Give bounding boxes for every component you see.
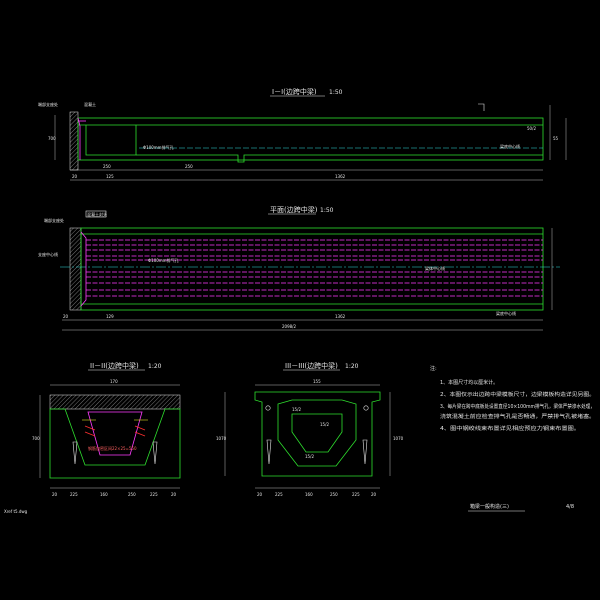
note-item-4: 4、图中钢绞线束布置详见相应预应力钢束布置图。 bbox=[440, 425, 580, 432]
plan-label-left2: 支座中心线 bbox=[38, 251, 58, 257]
plan-dim-129: 129 bbox=[106, 314, 114, 319]
section-ii-dim-160: 160 bbox=[100, 492, 108, 497]
section-ii-scale: 1:20 bbox=[148, 363, 162, 370]
plan-outline bbox=[80, 227, 544, 311]
notes-block: 注: 1、本图尺寸均以厘米计。 2、本图仅示出边跨中梁模板尺寸，边梁模板构造详见… bbox=[430, 365, 595, 432]
section-iii-cavity-outer bbox=[277, 399, 357, 467]
section-i-label-vent: Φ100mm排气孔 bbox=[143, 144, 174, 150]
plan-label-box-text: 混凝土封头 bbox=[87, 211, 107, 217]
note-item-2: 2、本图仅示出边跨中梁模板尺寸，边梁模板构造详见另图。 bbox=[440, 391, 595, 398]
section-i-dim-1362: 1362 bbox=[335, 174, 346, 179]
section-i-title: I－I(边跨中梁) bbox=[272, 87, 317, 96]
section-ii-title: II－II(边跨中梁) bbox=[90, 361, 139, 370]
title-block: 箱梁一般构造(三) 4/8 bbox=[468, 503, 574, 512]
section-iii-dim-160: 160 bbox=[305, 492, 313, 497]
section-ii-dim-700: 700 bbox=[32, 436, 40, 441]
section-iii-dim-155: 155 bbox=[313, 379, 321, 384]
plan-dim-total: 2098/2 bbox=[282, 324, 297, 329]
section-i-dim-20: 20 bbox=[72, 174, 78, 179]
section-iii-dim-20a: 20 bbox=[257, 492, 263, 497]
section-i-dim-55: 55 bbox=[553, 136, 559, 141]
section-ii-dim-170: 170 bbox=[110, 379, 118, 384]
plan-label-vent: Φ100mm排气孔 bbox=[148, 257, 179, 263]
plan-label-box bbox=[85, 210, 107, 218]
section-iii-dim-1070b: 1070 bbox=[393, 436, 404, 441]
note-item-1: 1、本图尺寸均以厘米计。 bbox=[440, 379, 498, 386]
section-iii-label-b: 15/2 bbox=[320, 422, 329, 427]
drawing-name: 箱梁一般构造(三) bbox=[470, 503, 509, 510]
section-i-dim-125: 125 bbox=[106, 174, 114, 179]
section-i-end-diaphragm bbox=[85, 125, 137, 156]
section-iii-outline bbox=[254, 391, 381, 477]
note-item-3b: 浇筑混凝土前应检查排气孔是否畅通，严禁排气孔被堵塞。 bbox=[440, 413, 595, 420]
section-ii-body bbox=[49, 408, 181, 479]
plan-label-left1: 端部支座处 bbox=[44, 217, 64, 223]
section-ii-view: II－II(边跨中梁) 1:20 170 700 20 225 160 250 … bbox=[32, 361, 181, 497]
section-iii-slope-mark-right bbox=[362, 439, 368, 465]
section-ii-rebar-marks bbox=[84, 425, 146, 437]
section-iii-label-a: 15/2 bbox=[292, 407, 301, 412]
xref-corner-text: Xref t5.dwg bbox=[4, 509, 28, 514]
section-ii-inner-cage bbox=[87, 411, 143, 456]
section-iii-slope-mark-left bbox=[266, 439, 272, 465]
section-i-label-left2: 混凝土 bbox=[84, 101, 96, 107]
section-ii-dim-20a: 20 bbox=[52, 492, 58, 497]
section-i-dim-700: 700 bbox=[48, 136, 56, 141]
notes-heading: 注: bbox=[430, 365, 437, 372]
section-iii-label-c: 15/2 bbox=[305, 454, 314, 459]
plan-end-block bbox=[69, 227, 82, 311]
section-i-view: I－I(边跨中梁) 1:50 700 55 20 250 125 250 136… bbox=[38, 87, 567, 181]
section-ii-dim-20b: 20 bbox=[171, 492, 177, 497]
plan-dim-20: 20 bbox=[63, 314, 69, 319]
section-i-tendon-b bbox=[77, 117, 81, 160]
section-iii-duct-2 bbox=[363, 405, 369, 411]
section-ii-dim-250: 250 bbox=[128, 492, 136, 497]
section-iii-scale: 1:20 bbox=[345, 363, 359, 370]
section-i-scale: 1:50 bbox=[329, 89, 343, 96]
section-ii-dim-225a: 225 bbox=[70, 492, 78, 497]
section-iii-dim-1070a: 1070 bbox=[216, 436, 227, 441]
section-iii-view: III－III(边跨中梁) 1:20 155 1070 1070 20 225 … bbox=[216, 361, 404, 497]
note-item-3: 3、每片梁在跨中底板处设置直径10×100mm排气孔，梁体严禁渗水处理， bbox=[440, 403, 595, 410]
section-ii-slope-mark-left bbox=[72, 441, 78, 465]
section-iii-duct-1 bbox=[265, 405, 271, 411]
section-iii-cavity-inner bbox=[291, 413, 343, 453]
section-ii-label-inner: 钢筋加密区间22×25=550 bbox=[88, 445, 137, 451]
section-i-label-right2: 50/2 bbox=[527, 126, 536, 131]
section-iii-dim-20b: 20 bbox=[371, 492, 377, 497]
section-iii-dim-225b: 225 bbox=[352, 492, 360, 497]
section-i-end-block bbox=[69, 111, 79, 171]
plan-view: 平面(边跨中梁) 1:50 20 129 1362 2098 bbox=[38, 205, 560, 331]
section-i-cut-mark bbox=[478, 103, 485, 111]
section-ii-top-slab bbox=[49, 394, 181, 410]
section-iii-dim-250: 250 bbox=[330, 492, 338, 497]
plan-label-center: 梁体中心线 bbox=[425, 265, 445, 271]
plan-label-right: 梁底中心线 bbox=[496, 310, 516, 316]
section-iii-title: III－III(边跨中梁) bbox=[285, 361, 338, 370]
sheet-number: 4/8 bbox=[566, 504, 574, 510]
section-iii-dim-225a: 225 bbox=[275, 492, 283, 497]
section-ii-slope-mark-right bbox=[152, 441, 158, 465]
section-i-dim-250b: 250 bbox=[185, 164, 193, 169]
section-i-bottom-line bbox=[136, 154, 543, 163]
plan-tendon-lines bbox=[80, 231, 543, 307]
plan-title: 平面(边跨中梁) bbox=[270, 205, 318, 214]
plan-scale: 1:50 bbox=[320, 207, 334, 214]
section-ii-dim-225b: 225 bbox=[150, 492, 158, 497]
section-i-label-right: 梁底中心线 bbox=[500, 143, 520, 149]
plan-dim-1362: 1362 bbox=[335, 314, 346, 319]
section-i-label-left1: 端部支座处 bbox=[38, 101, 58, 107]
section-i-dim-250a: 250 bbox=[103, 164, 111, 169]
section-i-beam-outline bbox=[77, 117, 544, 161]
